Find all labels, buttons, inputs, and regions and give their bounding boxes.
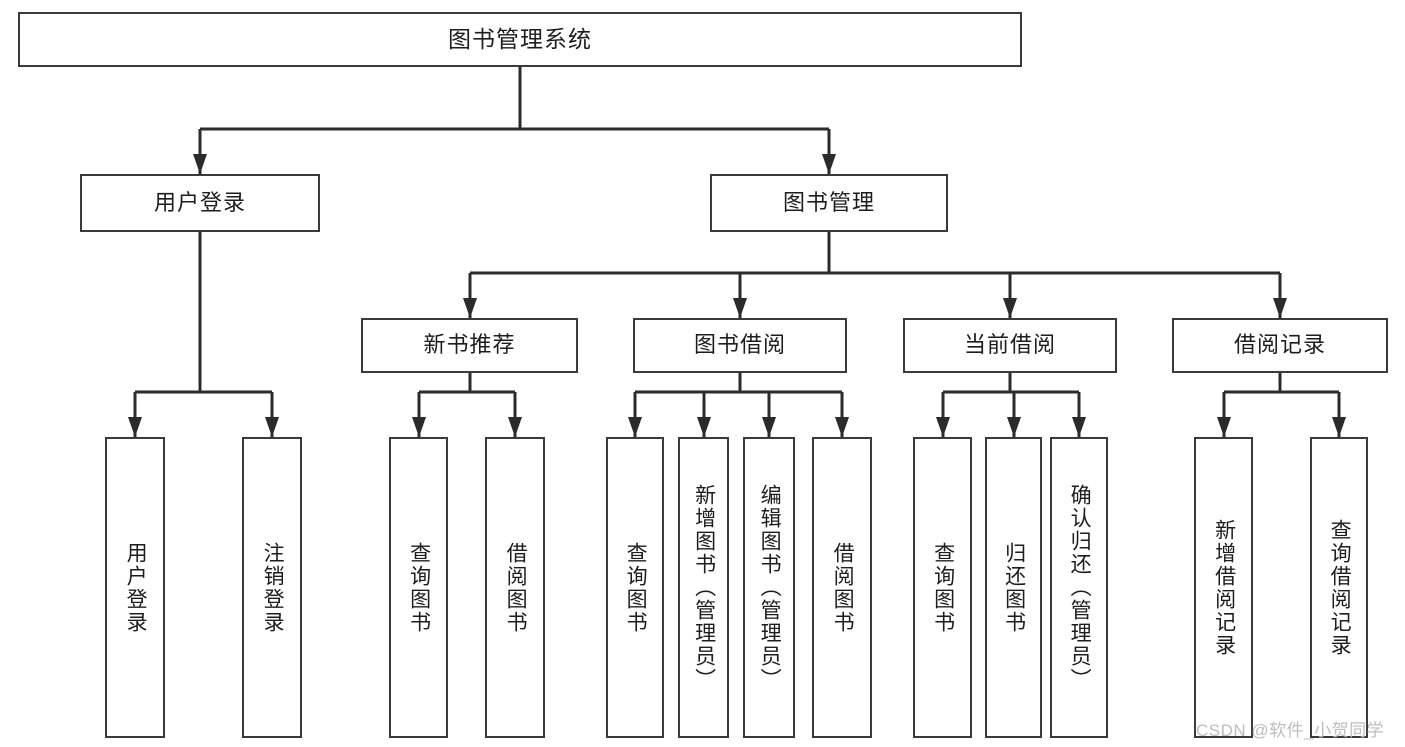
node-label: 查询图书 (407, 541, 431, 634)
node-leaf2[interactable]: 注销登录 (242, 437, 302, 738)
node-label: 查询图书 (931, 541, 955, 634)
connector-arrowhead (463, 298, 477, 318)
node-label: 查询图书 (624, 541, 648, 634)
connector-arrowhead (1332, 417, 1346, 437)
node-leaf4[interactable]: 借阅图书 (485, 437, 545, 738)
connector-arrowhead (1217, 417, 1231, 437)
node-l2a[interactable]: 新书推荐 (361, 318, 578, 373)
connector-arrowhead (1072, 417, 1086, 437)
connector-arrowhead (835, 417, 849, 437)
connector-arrowhead (265, 417, 279, 437)
node-label: 借阅图书 (831, 541, 855, 634)
connector-arrowhead (1007, 417, 1021, 437)
watermark-label: CSDN @软件_小贺同学 (1196, 721, 1385, 740)
node-l2d[interactable]: 借阅记录 (1172, 318, 1388, 373)
node-label: 图书管理 (782, 189, 875, 215)
node-leaf13[interactable]: 查询借阅记录 (1310, 437, 1368, 738)
node-leaf5[interactable]: 查询图书 (606, 437, 664, 738)
node-label: 注销登录 (261, 541, 285, 634)
node-label: 归还图书 (1002, 541, 1026, 634)
node-leaf11[interactable]: 确认归还（管理员） (1050, 437, 1108, 738)
node-label: 确认归还（管理员） (1068, 484, 1092, 691)
node-label: 当前借阅 (963, 332, 1056, 358)
connector-arrowhead (762, 417, 776, 437)
node-l1a[interactable]: 用户登录 (80, 174, 320, 232)
node-label: 图书借阅 (693, 332, 786, 358)
node-leaf1[interactable]: 用户登录 (105, 437, 165, 738)
connector-arrowhead (697, 417, 711, 437)
node-label: 用户登录 (124, 541, 148, 634)
node-leaf12[interactable]: 新增借阅记录 (1194, 437, 1253, 738)
node-root[interactable]: 图书管理系统 (18, 12, 1022, 67)
node-label: 新书推荐 (423, 332, 516, 358)
connector-arrowhead (128, 417, 142, 437)
node-l2b[interactable]: 图书借阅 (633, 318, 847, 373)
connector-arrowhead (1273, 298, 1287, 318)
connector-arrowhead (733, 298, 747, 318)
node-label: 编辑图书（管理员） (758, 484, 782, 691)
node-leaf10[interactable]: 归还图书 (985, 437, 1042, 738)
connector-arrowhead (193, 154, 207, 174)
node-leaf7[interactable]: 编辑图书（管理员） (743, 437, 795, 738)
node-label: 查询借阅记录 (1328, 518, 1352, 657)
connector-arrowhead (412, 417, 426, 437)
node-l1b[interactable]: 图书管理 (710, 174, 948, 232)
node-label: 借阅图书 (504, 541, 528, 634)
node-leaf9[interactable]: 查询图书 (913, 437, 972, 738)
node-label: 图书管理系统 (448, 25, 592, 52)
node-leaf6[interactable]: 新增图书（管理员） (678, 437, 729, 738)
connector-arrowhead (1003, 298, 1017, 318)
connector-arrowhead (822, 154, 836, 174)
connector-arrowhead (508, 417, 522, 437)
node-l2c[interactable]: 当前借阅 (903, 318, 1117, 373)
node-label: 新增借阅记录 (1212, 518, 1236, 657)
connector-arrowhead (628, 417, 642, 437)
node-leaf8[interactable]: 借阅图书 (812, 437, 872, 738)
node-label: 用户登录 (153, 189, 246, 215)
node-leaf3[interactable]: 查询图书 (389, 437, 448, 738)
node-label: 新增图书（管理员） (692, 484, 716, 691)
node-label: 借阅记录 (1233, 332, 1326, 358)
connector-arrowhead (936, 417, 950, 437)
